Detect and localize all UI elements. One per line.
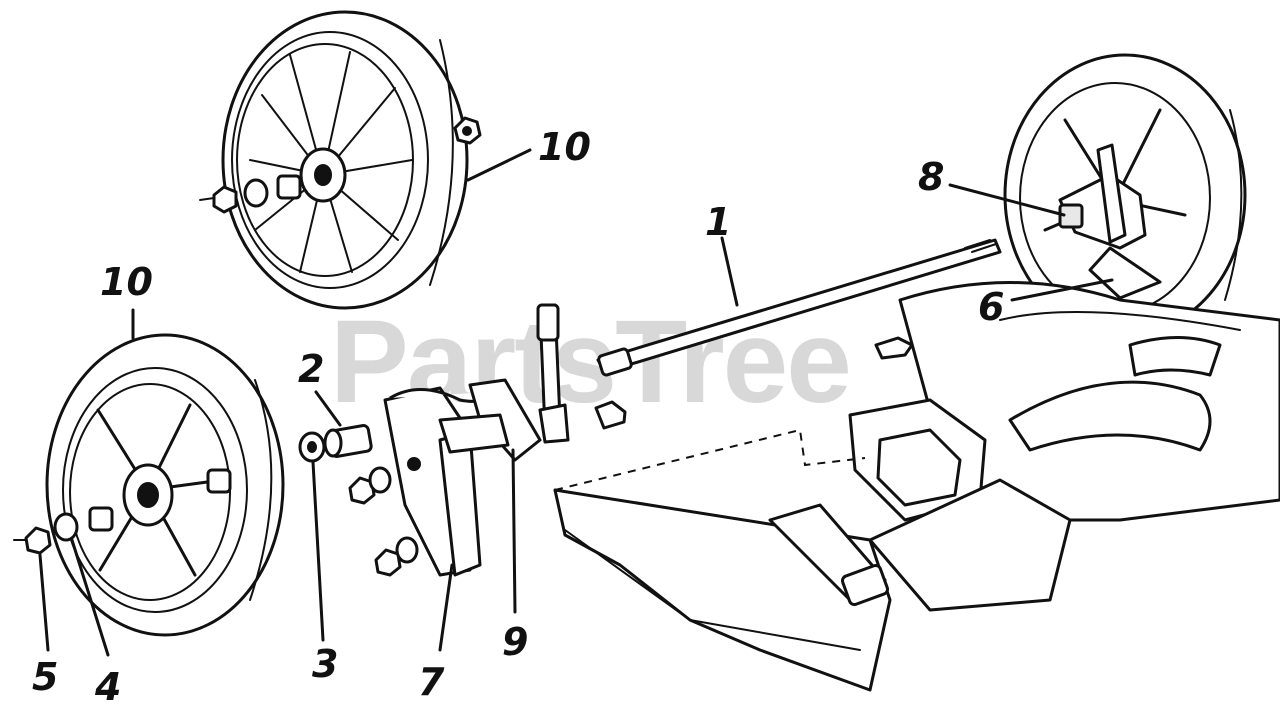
- mower-deck: [848, 281, 1280, 612]
- callout-4: 4: [94, 665, 121, 709]
- callout-6: 6: [978, 285, 1004, 329]
- callout-10-rear: 10: [538, 125, 591, 169]
- callouts: 1 2 3 4 5 6 7 8 9 10 10: [32, 125, 1004, 709]
- rear-wheel-left: [221, 10, 469, 310]
- spacer: [323, 424, 373, 458]
- axle-rod: [596, 238, 1002, 377]
- callout-1: 1: [705, 200, 731, 244]
- front-axle-hardware: [13, 506, 114, 555]
- rear-axle-hardware: [199, 174, 302, 214]
- callout-9: 9: [502, 620, 528, 664]
- callout-3: 3: [312, 642, 338, 686]
- height-bracket: [383, 303, 570, 577]
- reference-line: [554, 428, 866, 491]
- front-wheel-left: [45, 333, 285, 637]
- callout-7: 7: [418, 660, 445, 704]
- leader-lines: [38, 148, 1114, 657]
- height-adjuster: [1058, 143, 1162, 300]
- washer: [298, 431, 326, 463]
- callout-5: 5: [32, 655, 58, 699]
- callout-2: 2: [298, 347, 324, 391]
- callout-8: 8: [918, 155, 944, 199]
- fasteners: [348, 336, 914, 577]
- callout-10-front: 10: [100, 260, 153, 304]
- discharge-tray: [553, 488, 892, 692]
- cap-nut: [453, 116, 482, 145]
